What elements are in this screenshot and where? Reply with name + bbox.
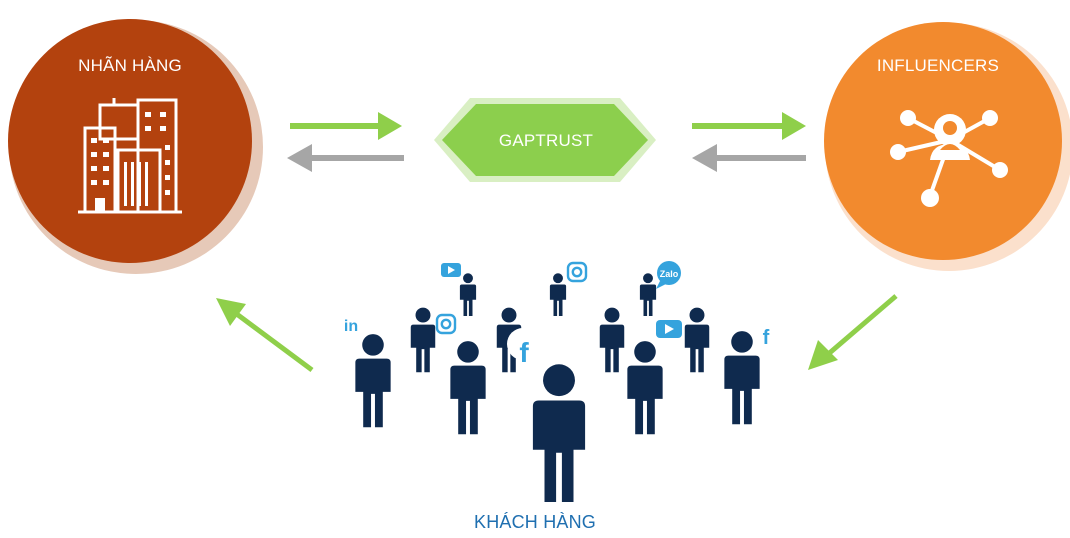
youtube-icon (656, 320, 682, 338)
arrow-influencers-to-gaptrust (692, 144, 806, 172)
gaptrust-label: GAPTRUST (498, 131, 594, 150)
arrow-customers-to-brand (216, 298, 314, 373)
instagram-icon (566, 261, 588, 283)
arrow-influencers-to-customers (808, 294, 898, 370)
gaptrust-hub (434, 98, 656, 182)
customers-label: KHÁCH HÀNG (473, 512, 596, 532)
youtube-icon (441, 263, 461, 277)
customer-crowd (355, 273, 760, 502)
arrow-brand-to-gaptrust (290, 112, 402, 140)
influencers-label: INFLUENCERS (876, 56, 1000, 75)
brand-node (8, 19, 263, 274)
zalo-icon: Zalo (656, 261, 681, 289)
facebook-icon: f (507, 328, 539, 368)
facebook-badge-text: f (763, 327, 770, 349)
network-person-icon (890, 110, 1008, 207)
brand-label: NHÃN HÀNG (78, 56, 182, 75)
zalo-badge-text: Zalo (660, 269, 679, 279)
linkedin-badge-text: in (344, 318, 358, 335)
instagram-icon (435, 313, 457, 335)
arrow-gaptrust-to-brand (287, 144, 404, 172)
facebook-badge-text: f (519, 337, 529, 368)
facebook-icon: f (763, 327, 770, 349)
arrow-gaptrust-to-influencers (692, 112, 806, 140)
influencers-node (824, 22, 1070, 271)
linkedin-icon: in (344, 318, 358, 335)
